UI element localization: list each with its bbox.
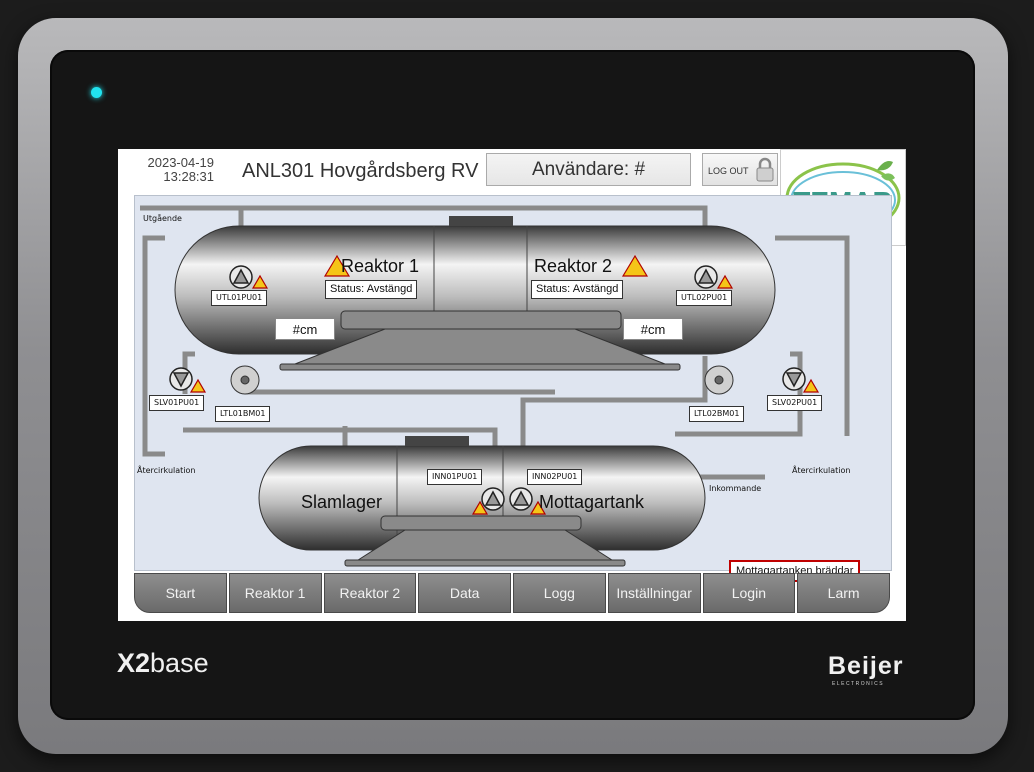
nav-settings-button[interactable]: Inställningar	[607, 573, 701, 613]
tag-slv01[interactable]: SLV01PU01	[149, 395, 205, 411]
blower-icon	[230, 365, 734, 395]
reactor2-name[interactable]: Reaktor 2	[534, 256, 613, 276]
hmi-screen: 2023-04-19 13:28:31 ANL301 Hovgårdsberg …	[118, 149, 906, 621]
reactor1-level: #cm	[275, 318, 335, 340]
nav-login-button[interactable]: Login	[702, 573, 796, 613]
nav-reaktor2-button[interactable]: Reaktor 2	[323, 573, 417, 613]
user-field[interactable]: Användare: #	[486, 153, 691, 186]
power-led	[91, 87, 102, 98]
lower-saddle	[344, 515, 626, 567]
page-title: ANL301 Hovgårdsberg RV	[242, 160, 479, 182]
reactor1-status: Status: Avstängd	[325, 280, 418, 299]
tag-inn02[interactable]: INN02PU01	[527, 469, 583, 485]
date-text: 2023-04-19	[147, 155, 215, 170]
sludge-tank-label: Slamlager	[301, 492, 383, 512]
tag-inn01[interactable]: INN01PU01	[427, 469, 483, 485]
receiving-tank-label: Mottagartank	[539, 492, 645, 512]
reactor-saddle	[279, 310, 681, 371]
nav-reaktor1-button[interactable]: Reaktor 1	[228, 573, 322, 613]
nav-start-button[interactable]: Start	[134, 573, 227, 613]
tag-ltl02[interactable]: LTL02BM01	[689, 406, 745, 422]
incoming-label: Inkommande	[709, 484, 762, 493]
nav-larm-button[interactable]: Larm	[797, 573, 890, 613]
outgoing-label: Utgående	[143, 214, 182, 223]
lock-icon	[756, 157, 774, 182]
manufacturer-sub: ELECTRONICS	[832, 681, 885, 687]
tag-utl02[interactable]: UTL02PU01	[676, 290, 733, 306]
nav-bar: Start Reaktor 1 Reaktor 2 Data Logg Inst…	[134, 573, 890, 615]
nav-logg-button[interactable]: Logg	[513, 573, 606, 613]
nav-data-button[interactable]: Data	[418, 573, 511, 613]
reactor2-level: #cm	[623, 318, 683, 340]
brand-model: X2base	[117, 648, 209, 678]
process-panel: Utgående Återcirkulation Återcirkulation…	[134, 195, 892, 582]
tag-utl01[interactable]: UTL01PU01	[211, 290, 268, 306]
recirc-left-label: Återcirkulation	[137, 466, 196, 475]
manufacturer-logo: Beijer	[828, 652, 904, 680]
reactor1-name[interactable]: Reaktor 1	[341, 256, 420, 276]
pipe-network	[140, 205, 850, 484]
logout-button[interactable]: LOG OUT	[702, 153, 778, 186]
tag-slv02[interactable]: SLV02PU01	[767, 395, 823, 411]
recirc-right-label: Återcirkulation	[792, 466, 851, 475]
pump-icon	[169, 265, 806, 511]
process-diagram	[140, 205, 850, 567]
reactor2-status: Status: Avstängd	[531, 280, 624, 299]
warning-icon	[189, 254, 820, 515]
datetime: 2023-04-19 13:28:31	[142, 155, 215, 184]
tag-ltl01[interactable]: LTL01BM01	[215, 406, 271, 422]
time-text: 13:28:31	[163, 169, 214, 184]
logout-label: LOG OUT	[708, 166, 749, 176]
